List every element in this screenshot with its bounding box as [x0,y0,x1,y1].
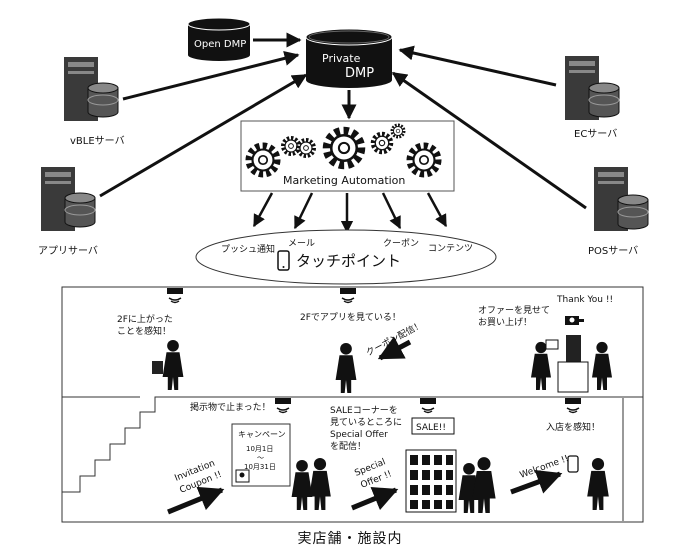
ec-server-icon [565,56,620,120]
arrow-to-coupon [381,192,402,230]
checkout-counter [557,335,589,393]
couple-figures [291,458,331,510]
note-sensed-2f-line1: 2Fに上がった [117,313,173,325]
app-server-label: アプリサーバ [38,245,98,257]
entering-customer-figure [587,458,609,510]
note-offer-line1: オファーを見せて [478,305,550,316]
coupon-delivery: クーポン配信！ [364,318,425,361]
private-dmp-label-top: Private [322,52,361,65]
note-sale-line1: SALEコーナーを [330,405,398,416]
smartphone-icon [277,250,290,271]
ec-server-label: ECサーバ [574,128,617,140]
arrow-vble-to-dmp [122,51,300,101]
app-server-icon [41,167,96,231]
private-dmp-label-bottom: DMP [345,66,374,81]
vble-server-label: vBLEサーバ [70,135,125,147]
store-caption: 実店舗・施設内 [297,531,403,547]
shoppers-at-sale-figures [458,457,496,513]
beacon-icon [274,397,292,414]
private-dmp-database: Private DMP [305,28,393,88]
pos-server-icon [594,167,649,231]
touchpoint-push: プッシュ通知 [221,243,275,255]
note-app-2f: 2Fでアプリを見ている！ [300,312,401,323]
open-dmp-label: Open DMP [194,39,246,50]
beacon-icon [166,287,184,304]
touchpoint-ellipse [195,229,497,285]
special-offer: Special Offer !! [351,457,399,511]
poster-title: キャンペーン [238,430,286,439]
touchpoint-coupon: クーポン [383,238,419,249]
arrow-pos-to-dmp [391,71,587,210]
invitation-coupon: Invitation Coupon !! [167,459,225,515]
arrow-to-push [252,192,274,228]
poster-to: 10月31日 [244,463,276,471]
camera-icon [565,316,584,325]
note-sale-line2: 見ているところに [330,417,402,428]
customer-at-register-figure [531,339,559,390]
open-dmp-database: Open DMP [187,17,251,61]
staff-figure [592,341,612,390]
poster-from: 10月1日 [246,445,273,453]
beacon-icon [339,287,357,304]
note-offer-line2: お買い上げ！ [478,317,532,328]
arrow-to-content [426,192,448,228]
note-stop-at-poster: 掲示物で止まった！ [190,401,271,413]
shopper-with-bag-figure [152,339,184,390]
note-welcome: Welcome !! [519,454,571,481]
vble-server-icon [64,57,119,121]
touchpoint-title: タッチポイント [296,252,401,270]
poster-tilde: ～ [257,454,264,462]
shopper-with-phone-figure [335,342,357,393]
beacon-icon [564,397,582,414]
note-sale-line3: Special Offer [330,430,388,440]
arrow-to-mail [293,192,314,230]
campaign-poster: キャンペーン 10月1日 ～ 10月31日 [231,423,291,487]
sale-sign: SALE!! [416,423,446,433]
welcome-message: Welcome !! [510,454,571,495]
touchpoint-mail: メール [288,239,315,249]
note-sale-line4: を配信！ [330,440,366,452]
touchpoint-content: コンテンツ [428,243,473,254]
arrow-ec-to-dmp [398,45,557,87]
note-enter-sensed: 入店を感知！ [546,421,600,433]
note-thank-you: Thank You !! [556,295,613,305]
marketing-automation-label: Marketing Automation [283,174,405,187]
pos-server-label: POSサーバ [588,245,638,257]
beacon-icon [419,397,437,414]
note-sensed-2f-line2: ことを感知！ [117,325,171,337]
arrow-app-to-dmp [99,73,308,198]
smartphone-icon [567,455,579,473]
sale-shelf: SALE!! [405,417,457,513]
store-frame [61,286,644,523]
